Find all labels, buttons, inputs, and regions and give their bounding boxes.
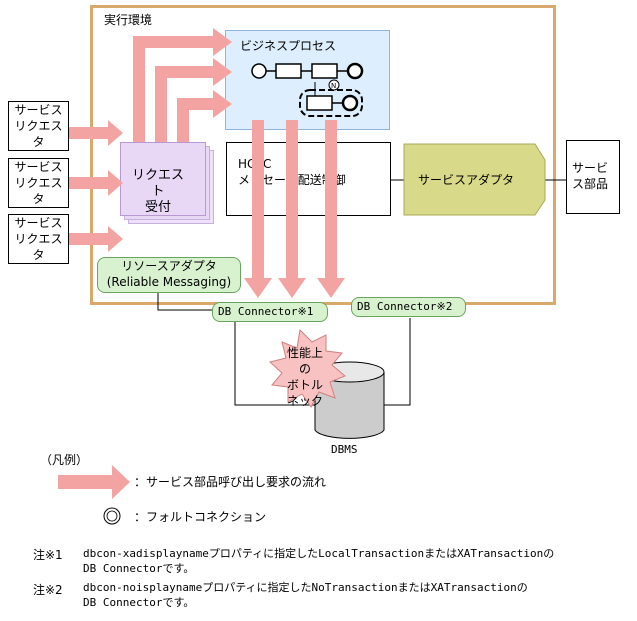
note-1-text: dbcon-xadisplaynameプロパティに指定したLocalTransa… [83,547,555,575]
arrow-requester-1 [69,120,123,146]
line-dbcon1-to-dbms [234,322,315,406]
dbms-label: DBMS [331,443,358,456]
resource-adapter [97,257,241,293]
service-requester-1: サービス リクエス タ [8,101,69,151]
execution-environment-label: 実行環境 [104,13,153,27]
service-component-label: サービ ス部品 [572,161,609,191]
resource-adapter-label: リソースアダプタ (Reliable Messaging) [106,259,232,289]
bottleneck-label: 性能上の ボトル ネック [286,346,323,408]
service-requester-2: サービス リクエス タ [8,158,69,208]
legend-arrow [58,465,130,499]
db-connector-1 [212,302,328,322]
arrow-requester-2 [69,170,123,196]
service-adapter-label: サービスアダプタ [418,173,515,187]
request-receiver [120,142,206,216]
service-component [566,140,620,214]
arrow-bp-to-db-3 [317,120,345,298]
business-process-flow [251,62,364,117]
service-adapter [403,143,546,216]
bottleneck-burst [268,328,346,408]
db-connector-1-label: DB Connector※1 [218,305,314,318]
business-process-label: ビジネスプロセス [240,39,337,53]
request-receiver-label: リクエスト 受付 [131,168,184,215]
line-resource-to-dbcon1 [157,292,215,311]
note-2-mark: 注※2 [33,583,63,597]
fault-icon-symbol: N [331,82,336,90]
legend-flow-label: ：サービス部品呼び出し要求の流れ [134,475,327,489]
arrow-to-bp-3 [177,90,232,142]
note-1-mark: 注※1 [33,548,63,562]
db-connector-2-label: DB Connector※2 [357,300,453,313]
arrow-bp-to-db-2 [278,120,306,298]
arrow-to-bp-1 [133,28,232,142]
db-connector-2 [351,297,466,317]
service-requester-3: サービス リクエス タ [8,214,69,264]
business-process [225,30,390,130]
arrow-to-bp-2 [155,58,232,142]
legend-fault-label: ：フォルトコネクション [134,510,267,524]
line-dbcon2-to-dbms [384,318,411,406]
arrow-bp-to-db-1 [244,120,272,298]
note-2-text: dbcon-noisplaynameプロパティに指定したNoTransactio… [83,581,528,609]
legend-title: （凡例） [40,453,89,467]
arrow-requester-3 [69,226,123,252]
